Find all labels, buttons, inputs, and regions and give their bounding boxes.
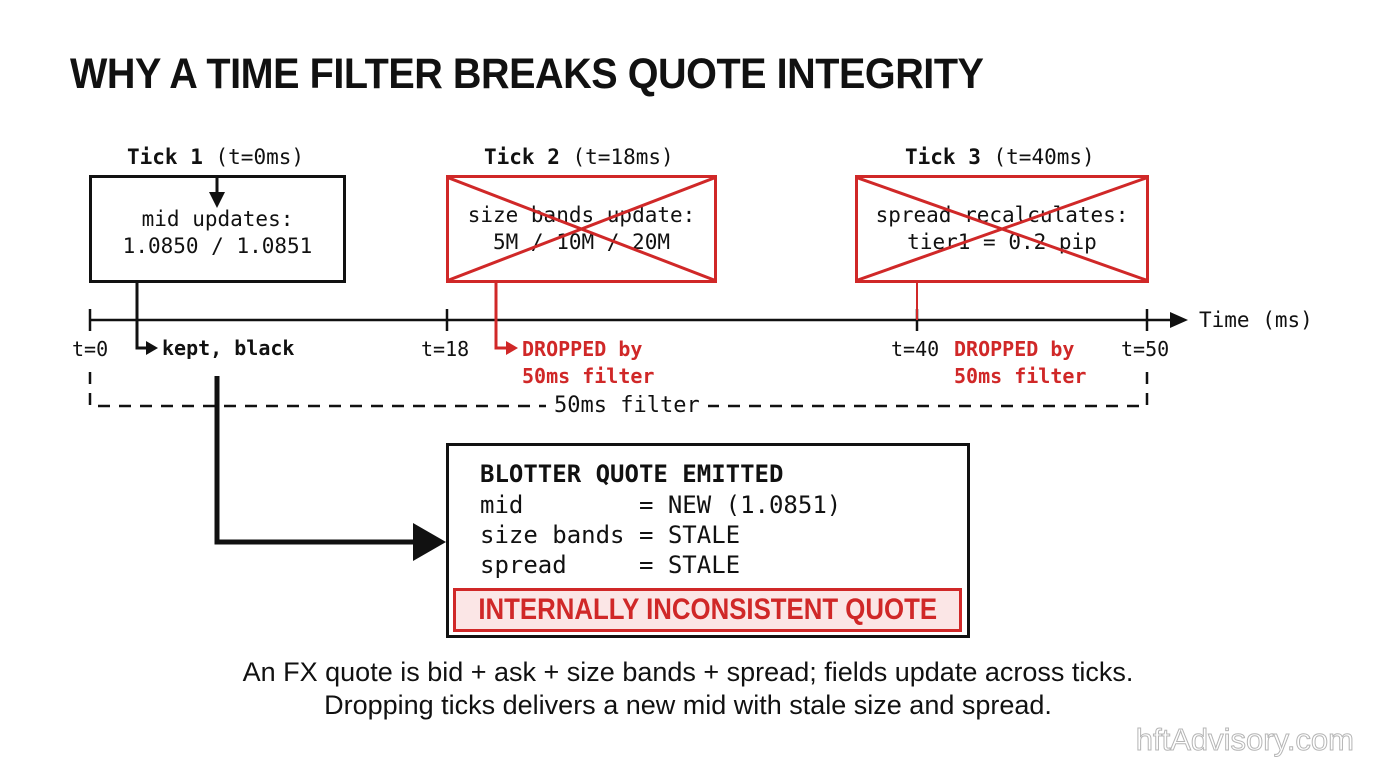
kept-path-line — [214, 376, 418, 545]
tick-3-label: Tick 3 (t=40ms) — [905, 145, 1095, 169]
tick-2-name: Tick 2 — [484, 145, 560, 169]
blotter-heading: BLOTTER QUOTE EMITTED — [480, 460, 784, 488]
caption-line-2: Dropping ticks delivers a new mid with s… — [324, 690, 1052, 720]
tick-1-connector-arrowhead — [146, 341, 158, 355]
tick-1-connector — [135, 283, 148, 350]
tick-2-box: size bands update: 5M / 10M / 20M — [446, 175, 717, 283]
tick-2-dropped-note: DROPPED by 50ms filter — [522, 336, 654, 390]
kept-path-arrowhead — [413, 523, 446, 561]
tick-2-connector — [494, 283, 508, 350]
tick-1-time: (t=0ms) — [215, 145, 305, 169]
tick-3-dropped-line-2: 50ms filter — [954, 364, 1087, 388]
tick-2-dropped-line-1: DROPPED by — [522, 337, 643, 361]
tick-3-dropped-line-1: DROPPED by — [954, 337, 1075, 361]
tick-3-name: Tick 3 — [905, 145, 981, 169]
t50-label: t=50 — [1121, 337, 1170, 361]
tick-2-label: Tick 2 (t=18ms) — [484, 145, 674, 169]
watermark-logo: hftAdvisory.com — [1135, 722, 1354, 758]
blotter-row-spread: spread = STALE — [480, 551, 741, 579]
tick-1-box: mid updates: 1.0850 / 1.0851 — [89, 175, 346, 283]
tick-2-connector-arrowhead — [506, 341, 518, 355]
inconsistent-quote-warning: INTERNALLY INCONSISTENT QUOTE — [453, 588, 962, 632]
caption: An FX quote is bid + ask + size bands + … — [0, 656, 1376, 722]
tick-2-dropped-line-2: 50ms filter — [522, 364, 655, 388]
tick-1-line-2: 1.0850 / 1.0851 — [122, 234, 313, 258]
tick-1-label: Tick 1 (t=0ms) — [127, 145, 304, 169]
caption-line-1: An FX quote is bid + ask + size bands + … — [242, 657, 1134, 687]
kept-note: kept, black — [162, 336, 295, 360]
tick-3-box: spread recalculates: tier1 = 0.2 pip — [855, 175, 1149, 283]
time-axis-label: Time (ms) — [1199, 308, 1313, 332]
page-title: WHY A TIME FILTER BREAKS QUOTE INTEGRITY — [70, 50, 984, 98]
tick-1-entry-arrowhead — [209, 192, 225, 208]
warning-text: INTERNALLY INCONSISTENT QUOTE — [478, 593, 937, 626]
t18-label: t=18 — [421, 337, 470, 361]
blotter-row-mid: mid = NEW (1.0851) — [480, 491, 842, 519]
time-axis-arrowhead — [1170, 312, 1188, 328]
t40-label: t=40 — [891, 337, 940, 361]
t0-label: t=0 — [72, 337, 109, 361]
tick-3-time: (t=40ms) — [993, 145, 1095, 169]
blotter-quote-box: BLOTTER QUOTE EMITTED mid = NEW (1.0851)… — [446, 443, 970, 638]
tick-1-line-1: mid updates: — [141, 207, 294, 231]
tick-2-time: (t=18ms) — [572, 145, 674, 169]
filter-window-label: 50ms filter — [546, 393, 708, 418]
tick-1-name: Tick 1 — [127, 145, 203, 169]
tick-3-dropped-note: DROPPED by 50ms filter — [954, 336, 1086, 390]
blotter-row-size-bands: size bands = STALE — [480, 521, 741, 549]
